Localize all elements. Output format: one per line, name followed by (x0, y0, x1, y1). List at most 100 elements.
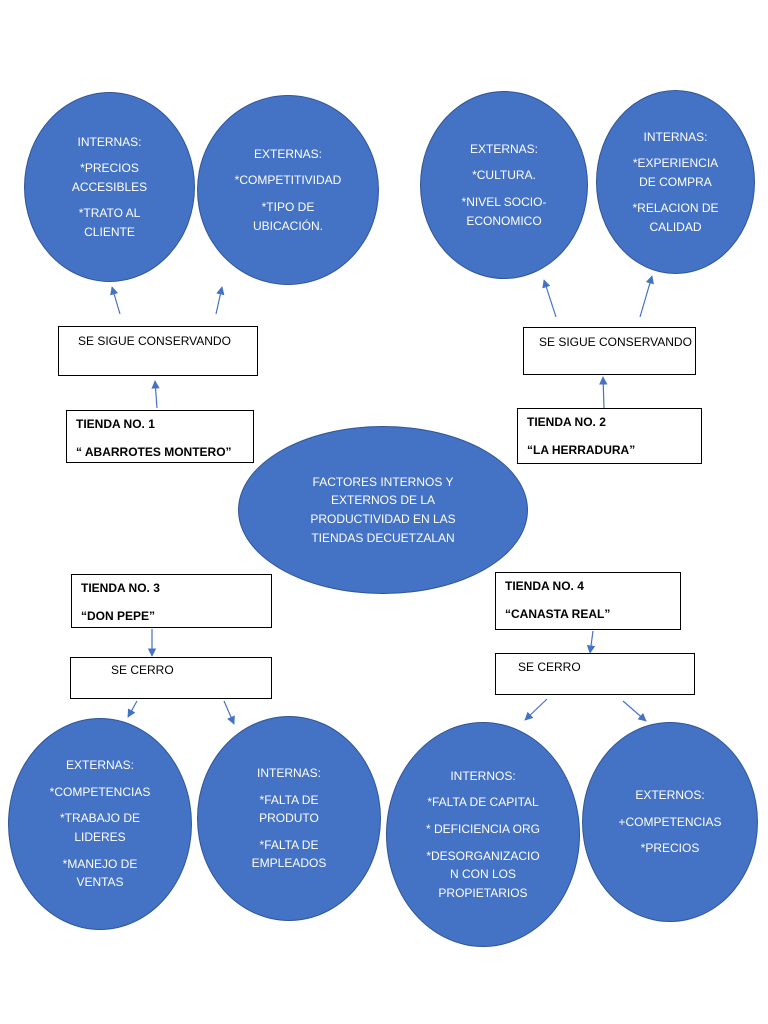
node-item: *COMPETENCIAS (50, 783, 151, 802)
store-number: TIENDA NO. 3 (81, 581, 160, 595)
tienda4-status-box: SE CERRO (495, 653, 695, 695)
node-item-line: PRODUTO (259, 811, 319, 826)
node-item-line: *PRECIOS (640, 841, 700, 856)
tienda2-externas-node: EXTERNAS: *CULTURA. *NIVEL SOCIO- ECONOM… (420, 91, 588, 279)
node-item-line: ACCESIBLES (71, 179, 148, 194)
node-item: *FALTA DE PRODUTO (259, 791, 319, 828)
node-item-line: LIDERES (74, 830, 126, 844)
node-item-line: UBICACIÓN. (252, 218, 323, 233)
node-item: *PRECIOS (641, 839, 700, 858)
node-item-line: +COMPETENCIAS (618, 814, 722, 829)
node-item: *TIPO DE UBICACIÓN. (253, 198, 323, 235)
node-item: *DESORGANIZACIO N CON LOS PROPIETARIOS (426, 847, 539, 903)
center-line: TIENDAS DECUETZALAN (311, 530, 455, 545)
node-item-line: N CON LOS (449, 867, 516, 882)
store-number: TIENDA NO. 1 (76, 417, 155, 431)
store-number: TIENDA NO. 2 (527, 415, 606, 429)
store-label: “CANASTA REAL” (505, 607, 611, 621)
node-item-line: * DEFICIENCIA ORG (425, 821, 541, 836)
store-number: TIENDA NO. 4 (505, 579, 584, 593)
tienda4-internos-node: INTERNOS: *FALTA DE CAPITAL * DEFICIENCI… (386, 722, 580, 947)
node-item-line: *NIVEL SOCIO- (461, 195, 547, 209)
node-item: *TRATO AL CLIENTE (79, 204, 141, 241)
node-item: *MANEJO DE VENTAS (63, 855, 138, 892)
node-item-line: *FALTA DE CAPITAL (427, 795, 539, 810)
node-item-line: PROPIETARIOS (438, 885, 528, 900)
tienda2-internas-node: INTERNAS: *EXPERIENCIA DE COMPRA *RELACI… (596, 90, 755, 274)
arrow-tienda2-to-status (599, 376, 608, 409)
center-topic-node: FACTORES INTERNOS Y EXTERNOS DE LA PRODU… (238, 426, 528, 594)
tienda1-internas-node: INTERNAS: *PRECIOS ACCESIBLES *TRATO AL … (24, 92, 195, 282)
node-title: INTERNAS: (77, 134, 142, 149)
node-item-line: CALIDAD (649, 219, 702, 234)
node-title: EXTERNAS: (65, 758, 134, 773)
node-item: *FALTA DE EMPLEADOS (252, 836, 327, 873)
node-item-line: *COMPETITIVIDAD (234, 173, 342, 188)
node-item-line: *EXPERIENCIA (632, 156, 719, 171)
node-item-line: *TRATO AL (78, 206, 141, 221)
node-item-line: *TRABAJO DE (59, 811, 140, 826)
arrow-status1-to-externas (215, 286, 225, 315)
center-line: PRODUCTIVIDAD EN LAS (310, 512, 456, 526)
node-title: INTERNAS: (256, 766, 321, 781)
arrow-status4-to-internos (524, 698, 548, 721)
node-item: +COMPETENCIAS (618, 813, 721, 832)
tienda3-box: TIENDA NO. 3 “DON PEPE” (71, 574, 272, 628)
node-item: *EXPERIENCIA DE COMPRA (633, 154, 718, 191)
node-item-line: *TIPO DE (261, 200, 315, 214)
arrow-status4-to-externos (622, 700, 647, 722)
node-item-line: EMPLEADOS (251, 856, 327, 871)
arrow-tienda1-to-status (151, 380, 160, 409)
store-label: “ ABARROTES MONTERO” (76, 445, 232, 459)
node-item-line: *FALTA DE (259, 792, 319, 807)
tienda4-externos-node: EXTERNOS: +COMPETENCIAS *PRECIOS (582, 722, 758, 922)
arrow-status1-to-internas (110, 286, 121, 315)
node-item: *CULTURA. (472, 166, 536, 185)
tienda3-internas-node: INTERNAS: *FALTA DE PRODUTO *FALTA DE EM… (197, 716, 381, 921)
arrow-status3-to-externas (127, 700, 138, 718)
node-item-line: *DESORGANIZACIO (426, 848, 540, 863)
store-label: “LA HERRADURA” (527, 443, 636, 457)
node-item-line: *CULTURA. (472, 168, 536, 183)
node-item-line: *RELACION DE (632, 201, 719, 216)
node-item: *NIVEL SOCIO- ECONOMICO (462, 193, 547, 230)
node-title: INTERNAS: (643, 129, 708, 144)
node-item-line: *COMPETENCIAS (49, 784, 151, 799)
status-label: SE CERRO (111, 663, 174, 677)
node-item: *RELACION DE CALIDAD (632, 199, 718, 236)
tienda1-status-box: SE SIGUE CONSERVANDO (58, 326, 258, 376)
tienda2-status-box: SE SIGUE CONSERVANDO (523, 327, 696, 375)
node-item: *PRECIOS ACCESIBLES (72, 159, 147, 196)
tienda1-externas-node: EXTERNAS: *COMPETITIVIDAD *TIPO DE UBICA… (197, 95, 379, 285)
node-item: *FALTA DE CAPITAL (427, 793, 538, 812)
tienda4-box: TIENDA NO. 4 “CANASTA REAL” (495, 572, 681, 630)
center-line: EXTERNOS DE LA (330, 493, 436, 508)
node-item-line: CLIENTE (84, 224, 135, 239)
node-item: * DEFICIENCIA ORG (426, 820, 540, 839)
tienda3-externas-node: EXTERNAS: *COMPETENCIAS *TRABAJO DE LIDE… (8, 718, 192, 930)
arrow-status2-to-internas (639, 275, 654, 318)
tienda3-status-box: SE CERRO (70, 657, 272, 699)
status-label: SE CERRO (518, 660, 581, 674)
node-title: EXTERNAS: (253, 146, 322, 161)
arrow-status3-to-internas (223, 700, 235, 725)
tienda2-box: TIENDA NO. 2 “LA HERRADURA” (517, 408, 702, 464)
center-line: FACTORES INTERNOS Y (312, 474, 454, 489)
node-item: *COMPETITIVIDAD (235, 171, 342, 190)
node-item-line: VENTAS (76, 875, 124, 890)
node-item-line: DE COMPRA (639, 174, 712, 189)
node-title: INTERNOS: (450, 768, 516, 783)
arrow-tienda4-to-status (586, 630, 596, 654)
tienda1-box: TIENDA NO. 1 “ ABARROTES MONTERO” (66, 410, 254, 463)
node-title: EXTERNOS: (635, 788, 705, 803)
node-item-line: *PRECIOS (80, 161, 139, 176)
status-label: SE SIGUE CONSERVANDO (539, 335, 692, 349)
node-item-line: *MANEJO DE (62, 856, 138, 871)
node-item: *TRABAJO DE LIDERES (60, 809, 140, 846)
store-label: “DON PEPE” (81, 609, 156, 623)
node-item-line: ECONOMICO (466, 213, 542, 228)
arrow-status2-to-externas (542, 279, 557, 318)
node-title: EXTERNAS: (469, 141, 538, 156)
status-label: SE SIGUE CONSERVANDO (78, 334, 231, 348)
node-item-line: *FALTA DE (259, 837, 319, 852)
